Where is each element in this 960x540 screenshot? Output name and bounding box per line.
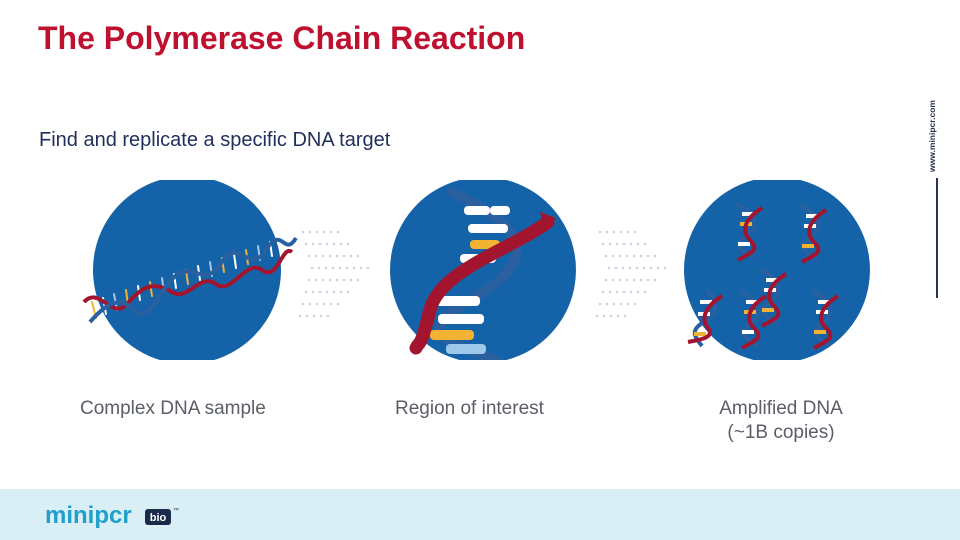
arrow-1 (299, 231, 370, 318)
logo-tm: ™ (173, 507, 179, 514)
stage-label-region: Region of interest (395, 397, 544, 421)
arrow-2 (596, 231, 667, 318)
side-url-text: www.minipcr.com (925, 92, 939, 172)
logo-badge: bio (150, 512, 167, 524)
logo-wordmark: minipcr (45, 502, 132, 529)
slide-title: The Polymerase Chain Reaction (38, 20, 525, 57)
stage-label-amplified-line2: (~1B copies) (706, 421, 856, 445)
slide-subtitle: Find and replicate a specific DNA target (39, 129, 390, 152)
stage-label-complex: Complex DNA sample (80, 397, 266, 421)
stage-label-amplified: Amplified DNA (~1B copies) (706, 397, 856, 445)
pcr-diagram (0, 180, 960, 360)
side-url-label: www.minipcr.com (927, 100, 937, 172)
stage-label-amplified-line1: Amplified DNA (706, 397, 856, 421)
minipcr-logo: minipcr bio ™ (45, 500, 185, 530)
